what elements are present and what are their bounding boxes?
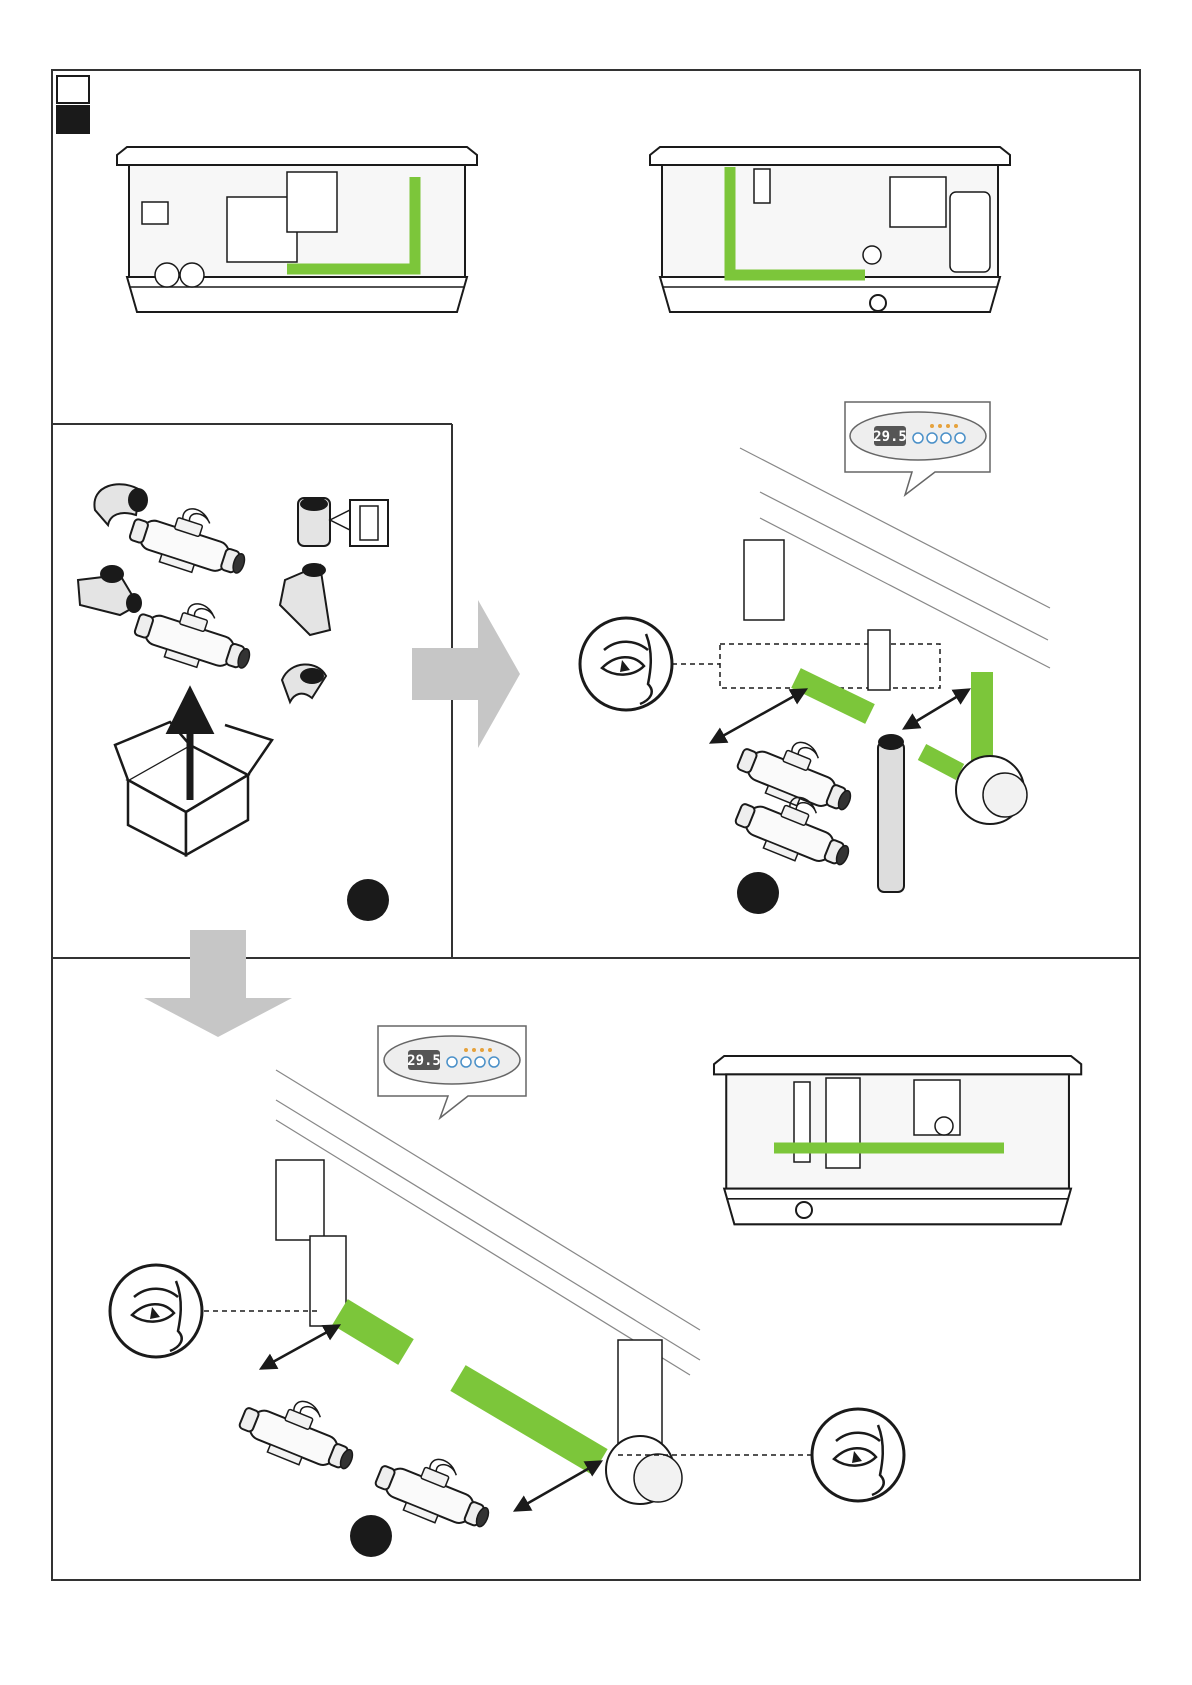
flow-arrow-right bbox=[412, 600, 520, 748]
step-marker-3 bbox=[350, 1515, 392, 1557]
step-marker-1 bbox=[347, 879, 389, 921]
panel-display-bottom: 29.5 bbox=[407, 1053, 441, 1069]
double-arrow-icon bbox=[712, 690, 805, 742]
eye-icon bbox=[580, 618, 672, 710]
coupling-fitting bbox=[298, 497, 388, 546]
tee-fitting-right bbox=[280, 563, 330, 635]
parts-panel bbox=[78, 484, 389, 921]
tub-top-left bbox=[117, 147, 477, 312]
tub-top-right bbox=[650, 147, 1010, 312]
step-marker-2 bbox=[737, 872, 779, 914]
control-panel-bottom: 29.5 bbox=[378, 1026, 526, 1118]
tee-fitting-left bbox=[78, 565, 142, 615]
heater-part-2 bbox=[130, 588, 260, 682]
double-arrow-icon bbox=[905, 690, 968, 728]
elbow-fitting-small bbox=[282, 664, 326, 702]
green-pipe-step-3-upper bbox=[340, 1312, 406, 1352]
tub-bottom-right bbox=[714, 1056, 1081, 1224]
legend-white-swatch bbox=[57, 76, 89, 103]
heater-step-3-b bbox=[370, 1440, 501, 1540]
green-pipe-step-3-lower bbox=[458, 1378, 600, 1462]
installation-view-step-2 bbox=[580, 448, 1050, 914]
eye-icon bbox=[110, 1265, 202, 1357]
double-arrow-icon bbox=[262, 1326, 338, 1368]
eye-icon bbox=[812, 1409, 904, 1501]
panel-display-top: 29.5 bbox=[873, 429, 907, 445]
green-pipe-step-2-lower bbox=[922, 752, 960, 772]
legend-black-swatch bbox=[57, 106, 89, 133]
control-panel-top: 29.5 bbox=[845, 402, 990, 495]
double-arrow-icon bbox=[516, 1462, 600, 1510]
heater-step-3-a bbox=[234, 1382, 365, 1482]
green-pipe-step-2 bbox=[796, 678, 870, 714]
flow-arrow-down bbox=[144, 930, 292, 1037]
